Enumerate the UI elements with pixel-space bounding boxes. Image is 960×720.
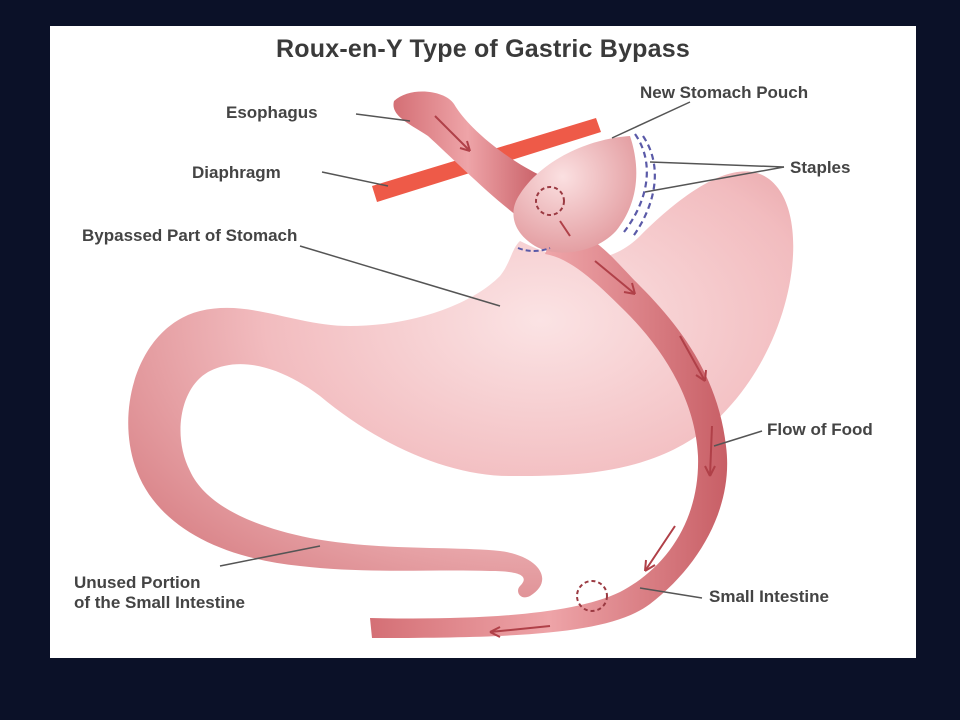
label-diaphragm: Diaphragm	[192, 163, 281, 182]
label-staples: Staples	[790, 158, 851, 177]
leader-flow	[713, 430, 763, 447]
leader-unused	[219, 545, 321, 567]
label-unused-2: of the Small Intestine	[74, 593, 245, 612]
esophagus-tube	[393, 91, 542, 218]
leader-pouch	[611, 101, 691, 139]
leader-small-intestine	[639, 587, 703, 599]
label-esophagus: Esophagus	[226, 103, 318, 122]
flow-arrows	[434, 115, 716, 638]
leader-esophagus	[355, 113, 411, 122]
anastomosis-lower	[576, 580, 608, 612]
label-flow: Flow of Food	[767, 420, 873, 439]
label-unused-1: Unused Portion	[74, 573, 201, 592]
label-small-intestine: Small Intestine	[709, 587, 829, 606]
diagram-title: Roux-en-Y Type of Gastric Bypass	[276, 35, 690, 63]
anatomy-illustration	[128, 91, 794, 638]
anastomosis-upper	[535, 186, 565, 216]
staple-line-stomach	[631, 135, 656, 239]
new-stomach-pouch	[513, 136, 637, 253]
staple-line-lower	[517, 247, 551, 252]
leader-bypassed	[299, 245, 501, 307]
label-bypassed: Bypassed Part of Stomach	[82, 226, 298, 245]
leader-diaphragm	[321, 171, 389, 187]
leader-staples-2	[644, 166, 785, 193]
label-new-pouch: New Stomach Pouch	[640, 83, 809, 102]
diagram-panel: Roux-en-Y Type of Gastric Bypass Esophag…	[50, 26, 916, 658]
leader-lines	[219, 101, 785, 599]
leader-staples-1	[649, 161, 785, 168]
staple-line-pouch	[623, 133, 648, 233]
